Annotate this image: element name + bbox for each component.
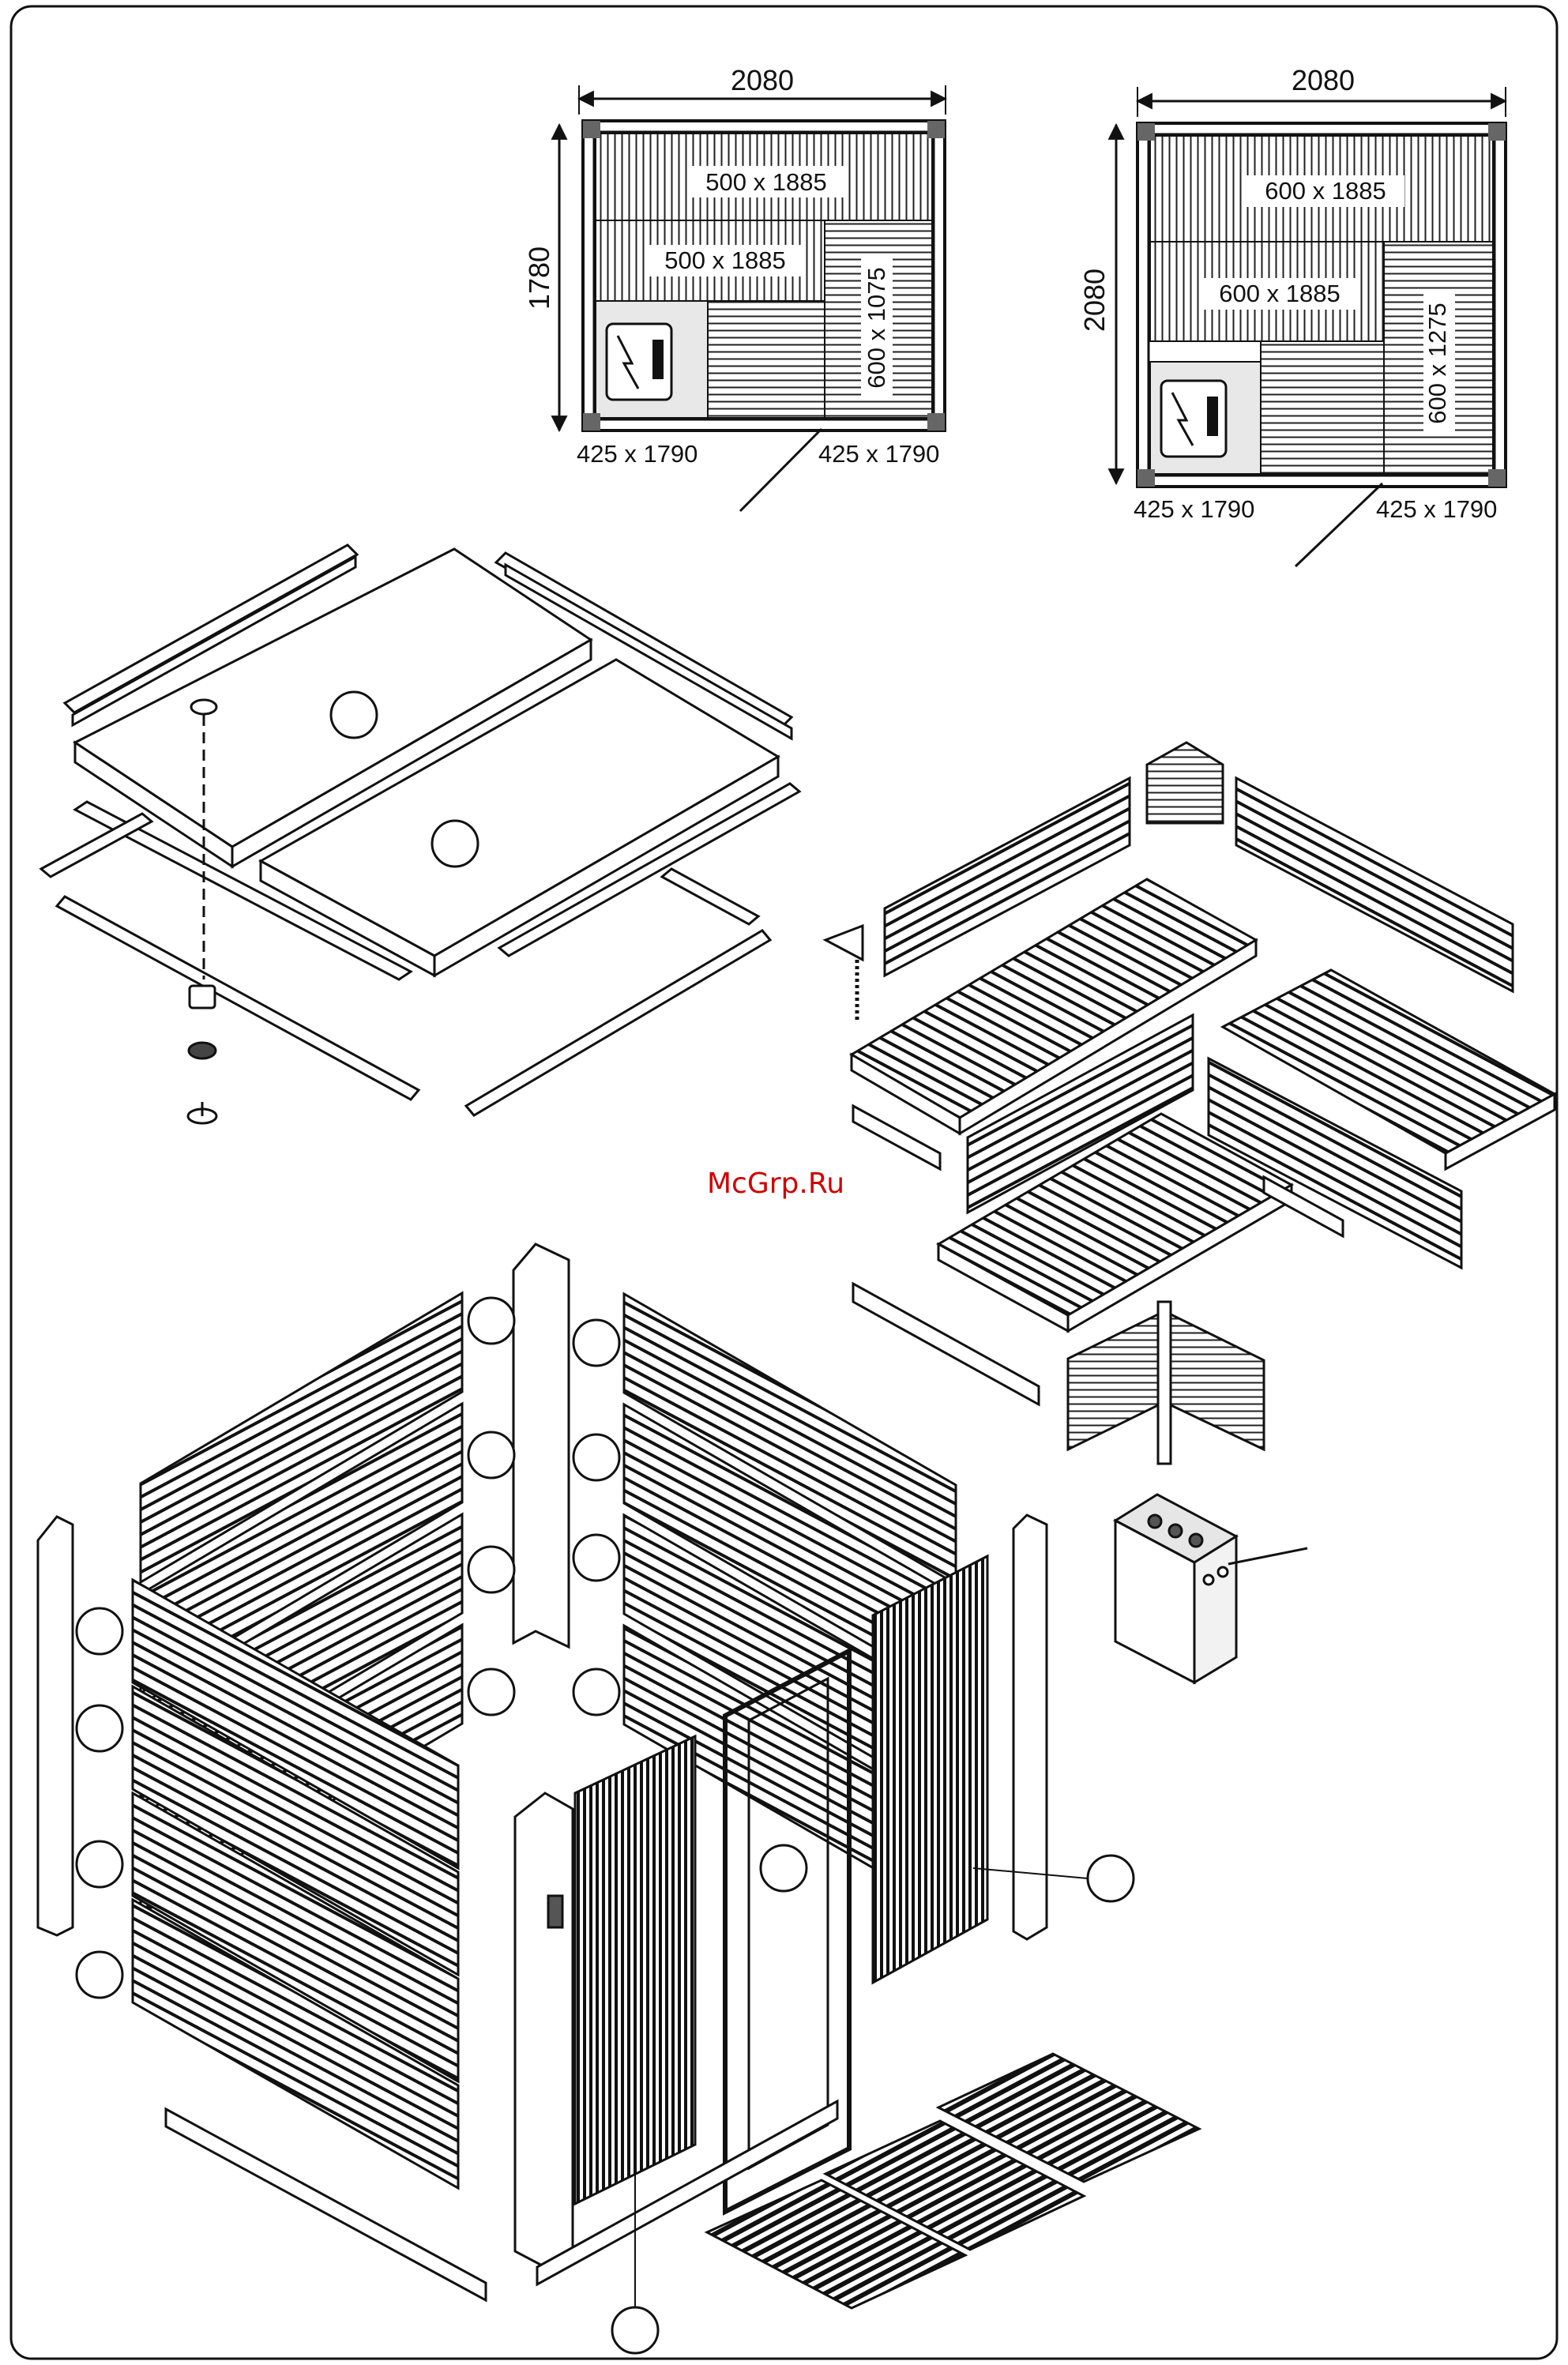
part-callout-circle [573, 1535, 619, 1581]
bench-assembly [825, 743, 1555, 1464]
part-callout-circle [573, 1320, 619, 1366]
floor-right-label: 425 x 1790 [818, 440, 939, 468]
depth-label: 1780 [523, 246, 555, 310]
part-callout-circle [468, 1669, 514, 1715]
width-label: 2080 [731, 64, 794, 96]
corner-piece [1147, 743, 1223, 823]
ceiling-assembly [41, 545, 799, 1123]
floor-right-label: 425 x 1790 [1376, 495, 1497, 523]
part-callout-circle [432, 821, 478, 867]
door-pointer-line [1295, 483, 1382, 566]
glass-panel [873, 1556, 987, 1983]
floor-left-label: 425 x 1790 [577, 440, 698, 468]
part-callout-circle [77, 1608, 122, 1654]
floor-area [708, 301, 825, 418]
heater-unit [1115, 1495, 1307, 1683]
corner-post [513, 1244, 569, 1647]
backrest-panel [1236, 778, 1513, 991]
bench-beam [853, 1284, 1039, 1404]
part-callout-circle [468, 1547, 514, 1592]
ceiling-beam [466, 931, 770, 1115]
control-panel [548, 1896, 562, 1927]
part-callout-circle [761, 1845, 807, 1891]
wall-bracket [825, 926, 863, 960]
corner-post [1013, 1515, 1047, 1939]
part-callout-circle [331, 692, 377, 738]
part-callout-circle [77, 1705, 122, 1751]
width-label: 2080 [1292, 64, 1355, 96]
plan-small: 2080 1780 500 x 1885 500 x 1885 600 x 10… [523, 64, 946, 511]
plan-large: 2080 2080 600 x 1885 600 x 1885 600 x 12… [1078, 64, 1506, 566]
part-callout-circle [1088, 1856, 1134, 1901]
bench-mid-label: 600 x 1885 [1219, 280, 1340, 307]
corner-post [38, 1517, 73, 1935]
floor-area [1261, 341, 1384, 474]
part-callout-circle [468, 1298, 514, 1344]
ceiling-hole [191, 700, 216, 714]
bench-side-label: 600 x 1275 [1423, 303, 1451, 423]
bench-top-label: 500 x 1885 [705, 168, 826, 196]
light-fixture [190, 986, 215, 1008]
watermark: McGrp.Ru [707, 1167, 844, 1200]
part-callout-circle [573, 1434, 619, 1480]
ceiling-beam [41, 814, 152, 877]
bench-side-label: 600 x 1075 [863, 267, 890, 388]
wall-assembly [38, 1244, 1199, 2353]
part-callout-circle [573, 1669, 619, 1715]
depth-label: 2080 [1078, 269, 1111, 332]
part-callout-circle [77, 1841, 122, 1887]
bench-support-frame [1068, 1302, 1264, 1464]
part-callout-circle [468, 1432, 514, 1478]
floor-left-label: 425 x 1790 [1134, 495, 1254, 523]
door-pointer-line [740, 429, 822, 511]
part-callout-circle [77, 1952, 122, 1998]
corner-post [515, 1793, 573, 2267]
part-callout-circle [612, 2307, 658, 2353]
bench-mid-label: 500 x 1885 [664, 246, 785, 274]
bench-top-label: 600 x 1885 [1265, 177, 1386, 205]
ceiling-beam [662, 869, 758, 924]
